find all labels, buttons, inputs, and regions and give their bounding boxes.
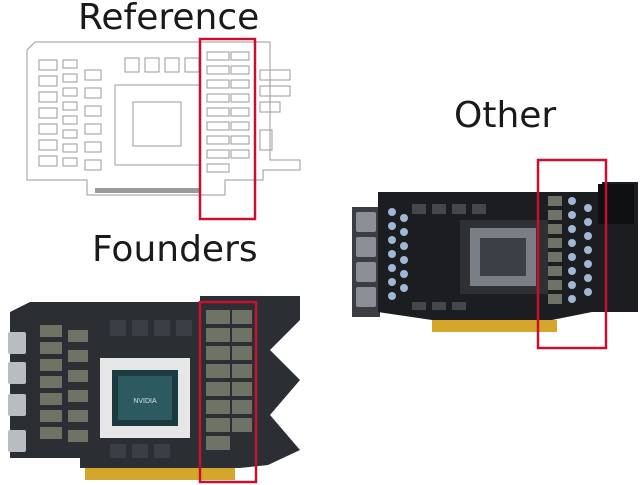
other-board-photo [352, 158, 638, 350]
reference-pcie-connector [95, 188, 200, 193]
reference-board-drawing [26, 37, 301, 221]
founders-pcie-connector [85, 468, 235, 480]
other-pcie-connector [432, 320, 557, 332]
founders-board-photo: NVIDIA [8, 296, 300, 484]
reference-highlight-box [198, 37, 257, 221]
founders-left-chokes [40, 325, 88, 442]
reference-label: Reference [78, 0, 260, 38]
reference-memory-top [124, 57, 200, 73]
founders-highlight-box [198, 300, 258, 484]
reference-vrm-column [206, 51, 250, 173]
nvidia-chip-label: NVIDIA [133, 398, 157, 405]
reference-left-components [38, 59, 102, 171]
other-left-capacitors [388, 208, 408, 300]
other-highlight-box [536, 158, 608, 350]
founders-vrm-column [206, 310, 252, 450]
other-label: Other [454, 95, 557, 136]
other-vrm-column [548, 196, 592, 304]
founders-label: Founders [92, 229, 258, 270]
